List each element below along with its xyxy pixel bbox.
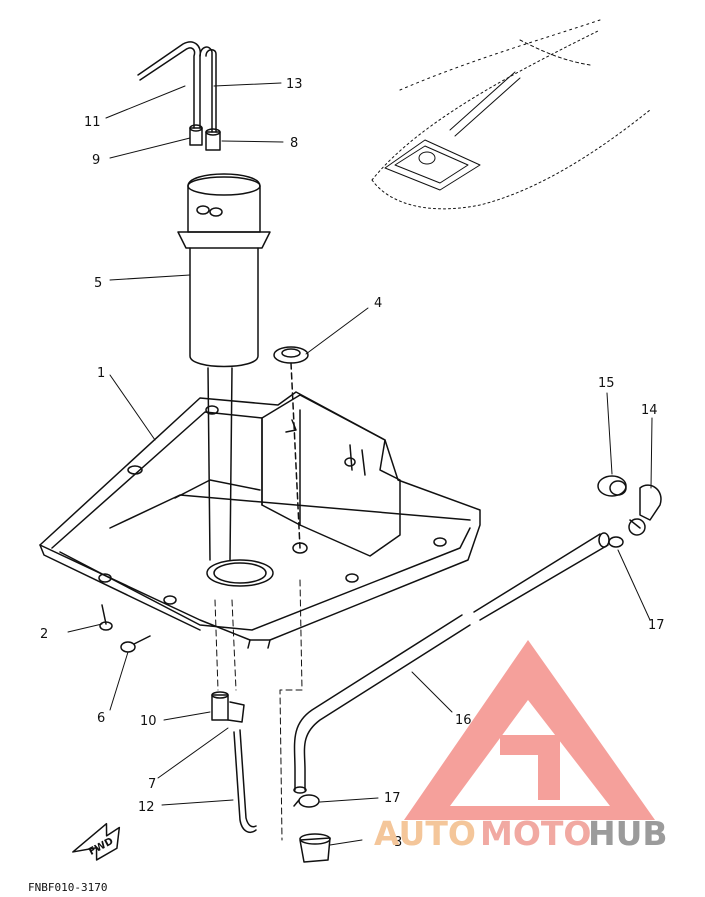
callout-6: 6 <box>97 711 105 726</box>
hose-part-16 <box>293 532 610 794</box>
watermark-hub: HUB <box>588 814 668 853</box>
drawing-code: FNBF010-3170 <box>28 881 107 894</box>
callout-9: 9 <box>92 153 100 168</box>
hull-inset <box>371 19 651 210</box>
fitting-part-3 <box>299 833 331 863</box>
callout-12: 12 <box>138 800 155 815</box>
watermark-logo <box>404 640 655 820</box>
callout-13: 13 <box>286 77 303 92</box>
watermark-auto: AUTO <box>374 814 476 853</box>
callout-3: 3 <box>394 835 402 850</box>
watermark-inner-mark <box>500 735 560 800</box>
callout-16: 16 <box>455 713 472 728</box>
callout-8: 8 <box>290 136 298 151</box>
callout-labels: 1 2 3 4 5 6 7 8 9 10 11 12 13 14 15 16 1… <box>40 77 665 850</box>
hose-part-12 <box>233 729 257 833</box>
fwd-arrow-icon <box>72 822 121 861</box>
screw-part-2 <box>99 604 113 631</box>
fitting-part-14 <box>628 484 662 536</box>
breather-hoses <box>137 41 217 133</box>
screw-part-6 <box>120 635 151 653</box>
callout-5: 5 <box>94 276 102 291</box>
leader-lines <box>67 82 653 846</box>
canister-part-5 <box>177 173 271 561</box>
watermark-moto: MOTO <box>480 814 591 853</box>
callout-10: 10 <box>140 714 157 729</box>
fitting-part-10 <box>211 691 245 723</box>
callout-1: 1 <box>97 366 105 381</box>
callout-11: 11 <box>84 115 101 130</box>
tray-part-1 <box>39 391 481 649</box>
alignment-lines <box>214 579 303 841</box>
callout-7: 7 <box>148 777 156 792</box>
fwd-label: FWD <box>87 836 115 858</box>
watermark-triangle <box>404 640 655 820</box>
callout-2: 2 <box>40 627 48 642</box>
clamp-part-17 <box>293 536 624 808</box>
callout-17b: 17 <box>384 791 401 806</box>
fittings-8-9 <box>189 124 221 151</box>
grommet-part-4 <box>273 346 309 549</box>
callout-17a: 17 <box>648 618 665 633</box>
callout-4: 4 <box>374 296 382 311</box>
callout-15: 15 <box>598 376 615 391</box>
callout-14: 14 <box>641 403 658 418</box>
fitting-part-15 <box>597 475 627 497</box>
watermark-wordmark: AUTO MOTO HUB <box>374 814 668 853</box>
